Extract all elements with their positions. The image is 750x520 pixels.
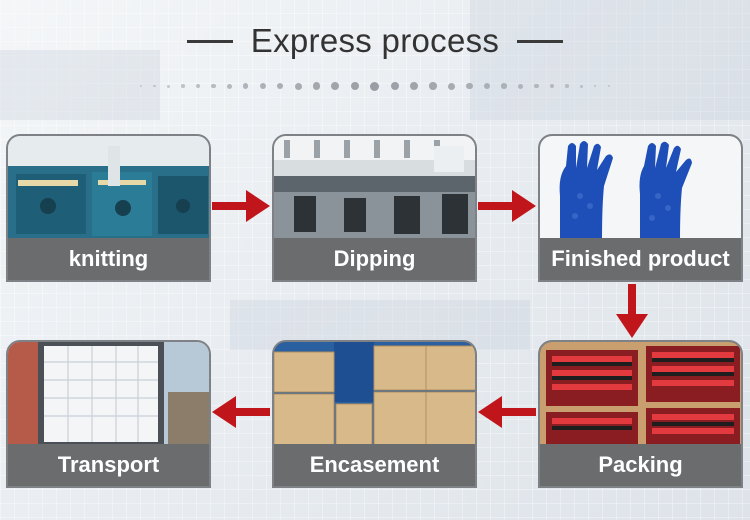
- divider-dot: [607, 85, 610, 87]
- divider-dot: [579, 84, 583, 88]
- divider-dot: [195, 84, 200, 88]
- divider-dot: [370, 81, 380, 91]
- step-card-finished-product: Finished product: [538, 134, 743, 282]
- background-map-shape: [470, 0, 750, 120]
- step-label: Finished product: [540, 238, 741, 280]
- divider-dot: [448, 82, 456, 90]
- divider-dot: [350, 81, 360, 91]
- step-label: Packing: [540, 444, 741, 486]
- header: Express process: [0, 22, 750, 60]
- background-map-shape: [0, 50, 160, 120]
- divider-dot: [331, 82, 340, 90]
- step-card-encasement: Encasement: [272, 340, 477, 488]
- step-label: Encasement: [274, 444, 475, 486]
- step-card-packing: Packing: [538, 340, 743, 488]
- divider-dot: [501, 83, 507, 89]
- step-card-dipping: Dipping: [272, 134, 477, 282]
- arrow-down-icon: [616, 284, 648, 338]
- divider-dot: [294, 82, 302, 90]
- cardboard-cartons-photo: [274, 342, 475, 446]
- divider-dot: [211, 83, 216, 89]
- divider-dot: [153, 84, 156, 88]
- divider-dot: [565, 84, 569, 88]
- title-right-rule: [517, 39, 564, 43]
- divider-dot: [549, 84, 554, 88]
- step-card-knitting: knitting: [6, 134, 211, 282]
- dipping-line-photo: [274, 136, 475, 240]
- knitting-machine-photo: [8, 136, 209, 240]
- arrow-left-icon: [212, 396, 270, 428]
- divider-dot: [181, 84, 185, 88]
- arrow-left-icon: [478, 396, 536, 428]
- divider-dot: [484, 83, 491, 89]
- divider-dot: [593, 84, 597, 88]
- step-card-transport: Transport: [6, 340, 211, 488]
- divider-dot: [534, 83, 539, 89]
- page-title: Express process: [250, 22, 500, 59]
- blue-gloves-photo: [540, 136, 741, 240]
- packed-boxes-photo: [540, 342, 741, 446]
- arrow-right-icon: [212, 190, 270, 222]
- step-label: knitting: [8, 238, 209, 280]
- divider-dot: [166, 84, 170, 88]
- container-truck-photo: [8, 342, 209, 446]
- dotted-divider: [140, 80, 610, 92]
- divider-dot: [390, 81, 400, 91]
- step-label: Transport: [8, 444, 209, 486]
- step-label: Dipping: [274, 238, 475, 280]
- divider-dot: [226, 83, 232, 89]
- divider-dot: [429, 82, 437, 90]
- divider-dot: [259, 83, 266, 89]
- divider-dot: [140, 85, 142, 87]
- divider-dot: [242, 83, 249, 89]
- arrow-right-icon: [478, 190, 536, 222]
- title-left-rule: [186, 39, 233, 43]
- divider-dot: [410, 82, 419, 90]
- divider-dot: [276, 82, 284, 90]
- divider-dot: [312, 82, 321, 90]
- divider-dot: [466, 82, 473, 90]
- divider-dot: [517, 83, 523, 89]
